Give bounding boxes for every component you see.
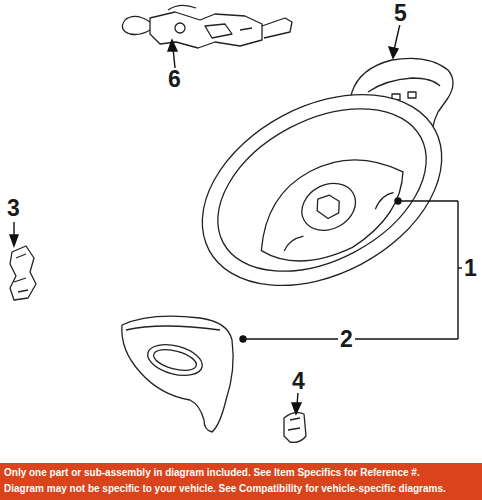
callout-number: 4: [290, 370, 307, 393]
steering-cover: [122, 316, 233, 432]
callout-number: 2: [338, 328, 355, 351]
callout-number: 1: [462, 257, 479, 280]
notice-text: Only one part or sub-assembly in diagram…: [4, 468, 420, 478]
steering-wheel: [170, 56, 475, 325]
clip-part: [10, 246, 36, 300]
callout-number: 6: [166, 68, 183, 91]
notice-text: Diagram may not be specific to your vehi…: [4, 484, 446, 494]
leader-lines: [10, 24, 462, 414]
combination-switch: [122, 5, 292, 48]
small-cover: [284, 413, 306, 443]
callout-number: 5: [392, 2, 409, 25]
callout-number: 3: [5, 197, 22, 220]
